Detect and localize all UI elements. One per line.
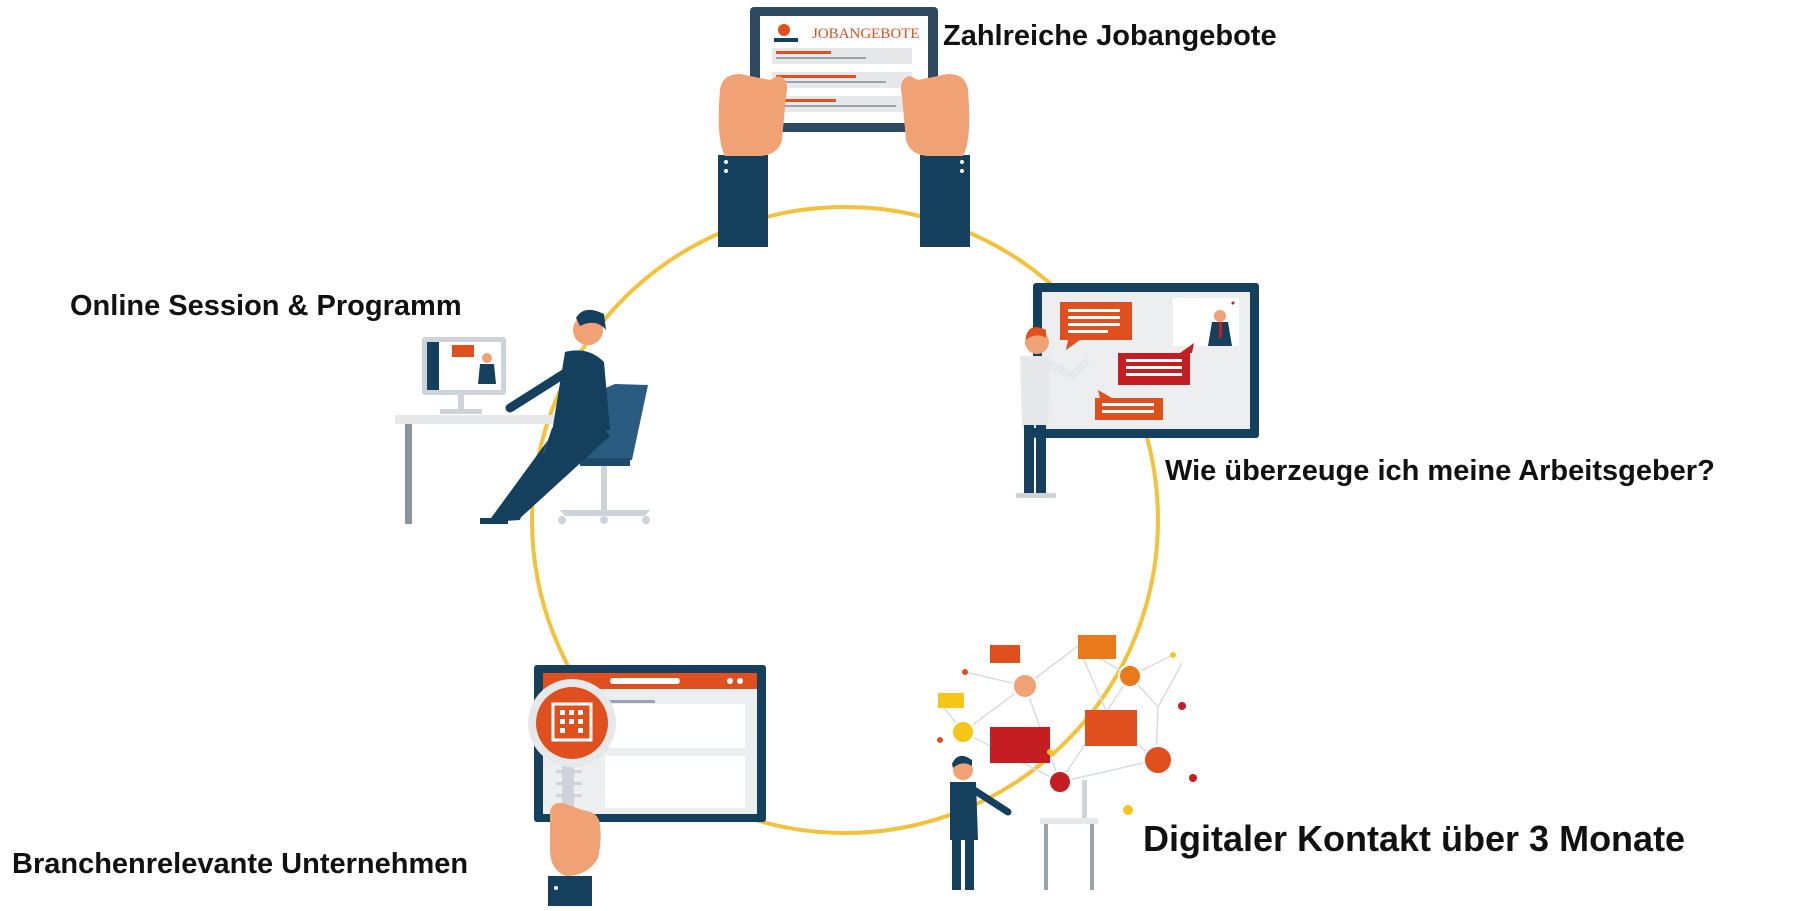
- desk-computer-icon: [395, 309, 650, 524]
- tablet-screen-title: JOBANGEBOTE: [812, 26, 920, 42]
- cycle-ring: [530, 205, 1160, 835]
- company-search-icon: [528, 665, 766, 906]
- step-label-online-session: Online Session & Programm: [70, 290, 462, 322]
- step-label-convince: Wie überzeuge ich meine Arbeitsgeber?: [1165, 455, 1715, 487]
- step-label-digital-contact: Digitaler Kontakt über 3 Monate: [1143, 818, 1686, 859]
- tablet-jobs-icon: JOBANGEBOTE: [718, 7, 970, 247]
- network-icon: [937, 635, 1197, 890]
- presentation-icon: [1016, 283, 1259, 498]
- step-label-companies: Branchenrelevante Unternehmen: [12, 848, 469, 880]
- step-label-jobs: Zahlreiche Jobangebote: [943, 20, 1277, 52]
